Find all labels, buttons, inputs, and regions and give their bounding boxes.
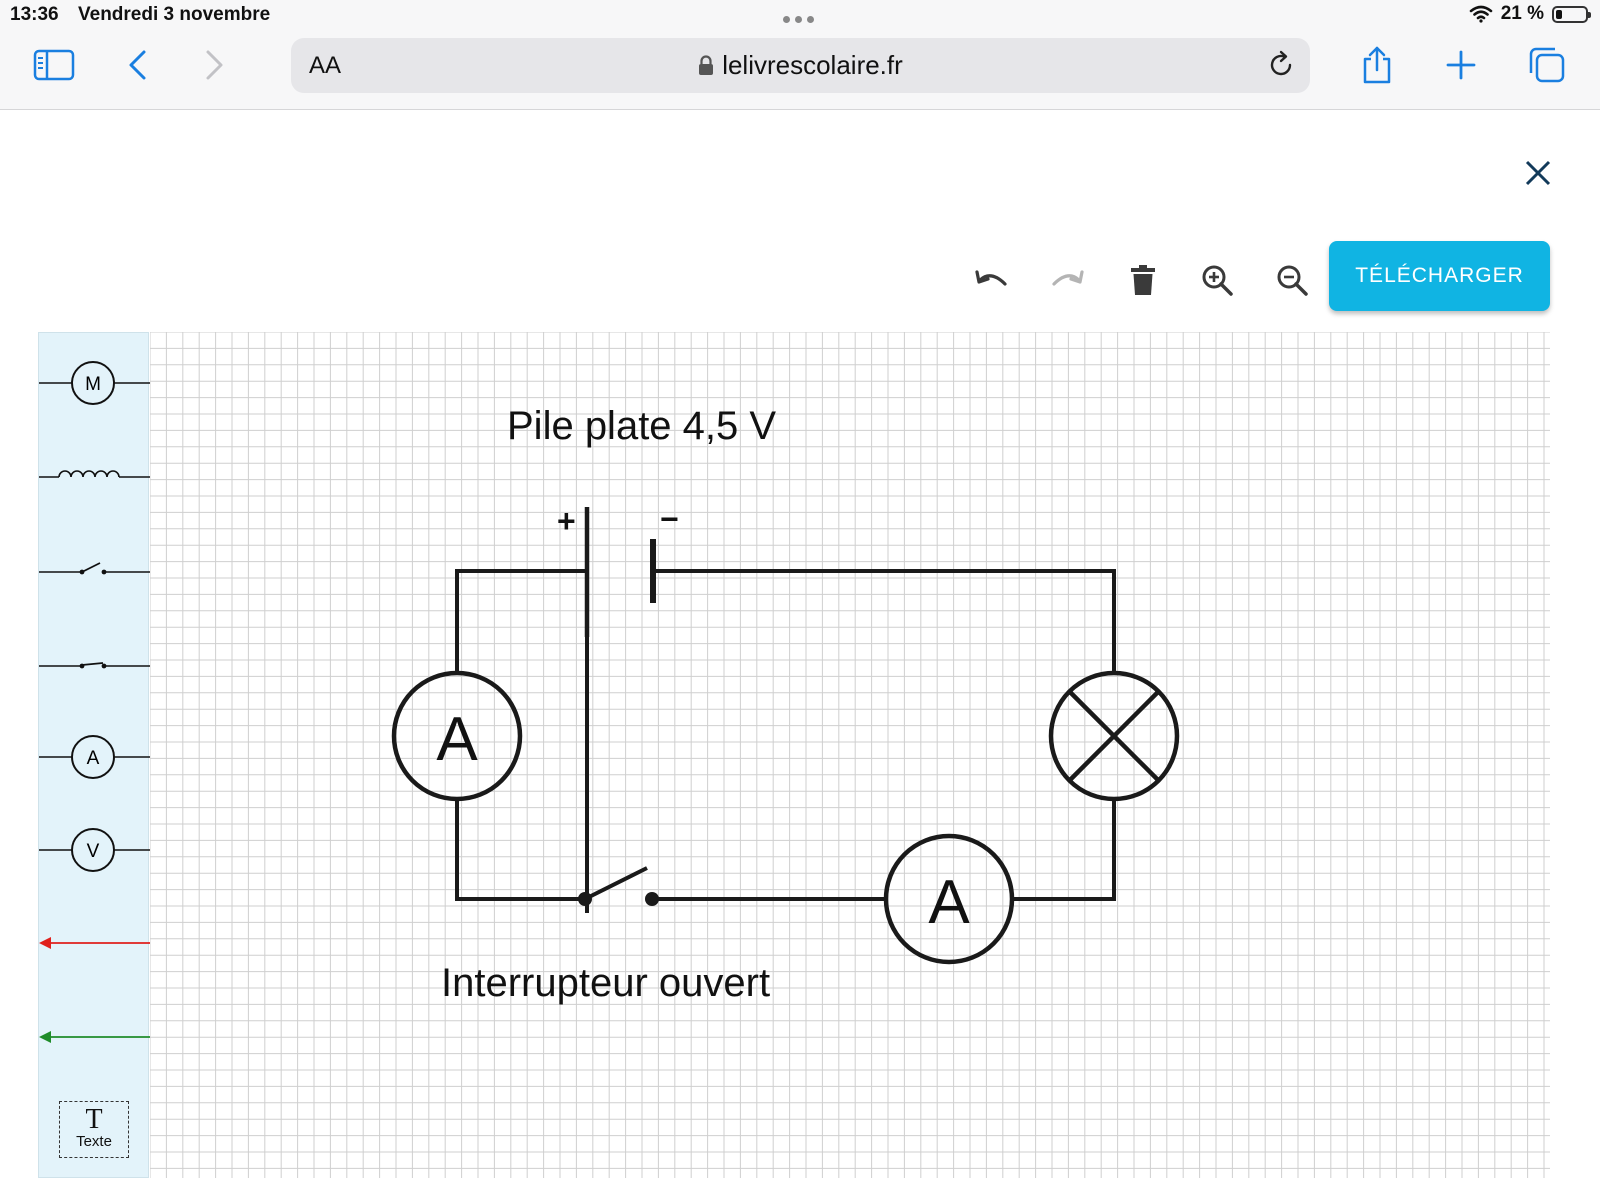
redo-button[interactable] [1042, 255, 1092, 305]
closed-switch-icon [39, 662, 150, 669]
redo-icon [1052, 270, 1084, 286]
battery-icon [1552, 5, 1591, 23]
lamp-cross-2 [1068, 690, 1160, 782]
address-bar[interactable]: AA lelivrescolaire.fr [291, 38, 1310, 93]
forward-button[interactable] [184, 30, 244, 100]
palette-arrow-green[interactable] [39, 1007, 150, 1067]
ammeter-1[interactable] [391, 670, 523, 802]
battery-percent: 21 % [1500, 3, 1544, 24]
status-bar: 13:36 Vendredi 3 novembre 21 % [0, 0, 1600, 30]
close-button[interactable] [1518, 153, 1558, 193]
wire-right-bottom[interactable] [1014, 799, 1116, 901]
battery-minus-sign: − [660, 501, 679, 537]
zoom-in-button[interactable] [1192, 255, 1242, 305]
switch-blade[interactable] [584, 866, 648, 901]
back-button[interactable] [108, 30, 168, 100]
plus-icon [1446, 50, 1476, 80]
ammeter-label: A [87, 748, 100, 769]
ammeter-2[interactable] [883, 833, 1015, 965]
status-right: 21 % [1469, 3, 1591, 25]
green-arrow-icon [39, 1031, 150, 1043]
text-tool-label: Texte [76, 1133, 112, 1150]
status-date: Vendredi 3 novembre [78, 4, 271, 25]
palette-ammeter[interactable]: A [39, 727, 150, 787]
palette-motor[interactable]: M [39, 353, 150, 413]
circuit-diagram [391, 507, 1180, 965]
red-arrow-icon [39, 937, 150, 949]
open-switch-icon [39, 562, 150, 575]
palette-coil[interactable] [39, 447, 150, 507]
url-display[interactable]: lelivrescolaire.fr [291, 50, 1310, 81]
switch-contact-left [578, 892, 592, 906]
switch-contact-right [645, 892, 659, 906]
component-palette: M A [38, 332, 150, 1178]
ammeter-2-label: A [928, 868, 970, 937]
download-button[interactable]: TÉLÉCHARGER [1329, 241, 1550, 311]
multitasking-dots[interactable] [783, 10, 819, 28]
coil-icon [39, 470, 150, 478]
reload-button[interactable] [1266, 50, 1296, 85]
text-tool-glyph: T [85, 1104, 103, 1135]
new-tab-button[interactable] [1431, 30, 1491, 100]
drawing-canvas[interactable]: Pile plate 4,5 V + − A A Interrupteur ou… [149, 331, 1550, 1178]
url-text: lelivrescolaire.fr [722, 50, 903, 80]
text-size-label: AA [309, 52, 342, 79]
wire-left-bottom[interactable] [455, 799, 585, 901]
battery-label[interactable]: Pile plate 4,5 V [507, 404, 776, 448]
palette-switch-closed[interactable] [39, 633, 150, 693]
palette-arrow-red[interactable] [39, 913, 150, 973]
close-icon [1525, 160, 1551, 186]
reload-icon [1270, 50, 1292, 76]
back-icon [129, 50, 146, 80]
sidebar-icon [33, 49, 75, 81]
share-button[interactable] [1347, 30, 1407, 100]
lamp[interactable] [1048, 670, 1180, 802]
share-icon [1363, 46, 1391, 84]
zoom-out-button[interactable] [1267, 255, 1317, 305]
sidebar-button[interactable] [24, 30, 84, 100]
ammeter-1-label: A [436, 705, 478, 774]
browser-toolbar: AA lelivrescolaire.fr [0, 30, 1600, 110]
delete-button[interactable] [1118, 255, 1168, 305]
tabs-button[interactable] [1517, 30, 1577, 100]
zoom-in-icon [1202, 265, 1233, 296]
wifi-icon [1469, 5, 1492, 23]
grid [149, 331, 1550, 1178]
text-size-button[interactable]: AA [309, 52, 341, 80]
motor-label: M [85, 374, 101, 395]
wire-right-top[interactable] [653, 569, 1116, 673]
status-time: 13:36 [10, 4, 59, 25]
palette-text-tool[interactable]: T Texte [59, 1101, 129, 1158]
palette-switch-open[interactable] [39, 539, 150, 599]
switch-label[interactable]: Interrupteur ouvert [441, 961, 770, 1005]
undo-button[interactable] [967, 255, 1017, 305]
palette-voltmeter[interactable]: V [39, 820, 150, 880]
undo-icon [975, 270, 1007, 286]
zoom-out-icon [1277, 265, 1308, 296]
forward-icon [206, 50, 223, 80]
voltmeter-label: V [87, 841, 100, 862]
trash-icon [1131, 265, 1155, 295]
battery-plus-sign: + [557, 503, 576, 539]
tabs-icon [1529, 47, 1565, 83]
lock-icon [699, 55, 714, 75]
wire-left-top[interactable] [455, 569, 587, 673]
